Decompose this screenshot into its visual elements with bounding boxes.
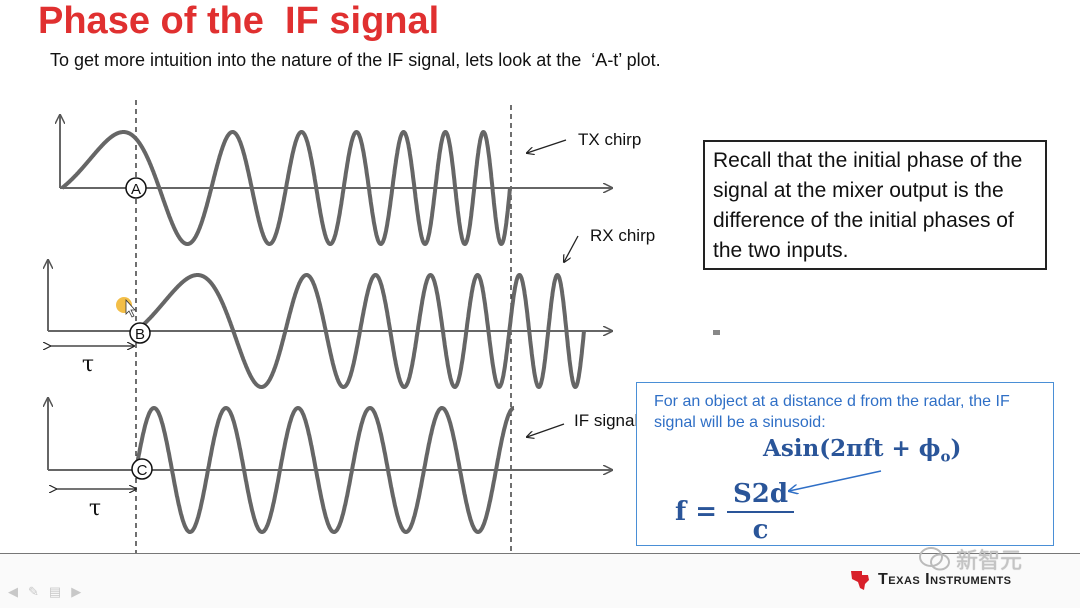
mouse-cursor bbox=[116, 297, 136, 318]
footer-divider bbox=[0, 553, 1080, 554]
tau-label-rx: τ bbox=[82, 352, 94, 377]
if-equation-description: For an object at a distance d from the r… bbox=[654, 393, 1010, 431]
tx-axes bbox=[60, 115, 612, 188]
tau-indicator-rx: τ bbox=[50, 346, 134, 377]
slide-footer: ◀ ✎ ▤ ▶ Texas Instruments bbox=[0, 554, 1080, 608]
marker-a-label: A bbox=[131, 181, 141, 198]
marker-b: B bbox=[129, 322, 151, 344]
ti-logo-icon bbox=[851, 571, 869, 590]
if-signal-wave bbox=[134, 406, 516, 534]
sinusoid-equation-close: ) bbox=[950, 435, 962, 462]
frequency-fraction: S2d c bbox=[727, 477, 795, 547]
wechat-icon bbox=[919, 547, 950, 571]
next-slide-icon[interactable]: ▶ bbox=[71, 584, 82, 599]
ti-logo: Texas Instruments bbox=[848, 568, 1012, 592]
recall-note-text: Recall that the initial phase of the sig… bbox=[713, 149, 1023, 262]
marker-a: A bbox=[125, 177, 147, 199]
watermark-text: 新智元 bbox=[956, 549, 1023, 574]
sinusoid-equation-sub: o bbox=[940, 447, 951, 466]
frequency-numerator: S2d bbox=[727, 477, 795, 513]
pen-icon[interactable]: ✎ bbox=[28, 584, 39, 599]
frequency-equation: f = S2d c bbox=[675, 477, 795, 547]
rx-chirp-wave bbox=[134, 273, 586, 389]
recall-note-box: Recall that the initial phase of the sig… bbox=[703, 140, 1047, 270]
sinusoid-equation: Asin(2πft + ϕo) bbox=[763, 435, 961, 466]
if-signal-callout: IF signal bbox=[527, 411, 638, 437]
menu-icon[interactable]: ▤ bbox=[48, 584, 62, 599]
slide-nav-controls: ◀ ✎ ▤ ▶ bbox=[8, 584, 81, 600]
equation-pointer-arrow bbox=[637, 470, 882, 545]
frequency-denominator: c bbox=[752, 515, 769, 545]
frequency-equation-lhs: f = bbox=[675, 497, 718, 527]
small-artifact bbox=[713, 330, 720, 335]
prev-slide-icon[interactable]: ◀ bbox=[8, 584, 18, 599]
tau-indicator-if: τ bbox=[56, 489, 136, 521]
rx-chirp-label: RX chirp bbox=[590, 226, 655, 245]
tx-chirp-callout: TX chirp bbox=[527, 130, 641, 153]
if-signal-label: IF signal bbox=[574, 411, 638, 430]
marker-b-label: B bbox=[135, 326, 145, 343]
tx-chirp-label: TX chirp bbox=[578, 130, 641, 149]
if-equation-box: For an object at a distance d from the r… bbox=[636, 382, 1054, 546]
marker-c-label: C bbox=[137, 462, 148, 479]
tx-chirp-wave bbox=[60, 130, 512, 246]
tau-label-if: τ bbox=[89, 496, 101, 521]
ti-brand-text: Texas Instruments bbox=[878, 571, 1012, 588]
sinusoid-equation-main: Asin(2πft + ϕ bbox=[763, 435, 941, 462]
rx-chirp-callout: RX chirp bbox=[564, 226, 655, 262]
page-title: Phase of the IF signal bbox=[38, 0, 440, 42]
watermark: 新智元 bbox=[918, 543, 1022, 575]
page-subtitle: To get more intuition into the nature of… bbox=[50, 50, 661, 70]
marker-c: C bbox=[131, 458, 153, 480]
if-axes bbox=[48, 398, 612, 470]
